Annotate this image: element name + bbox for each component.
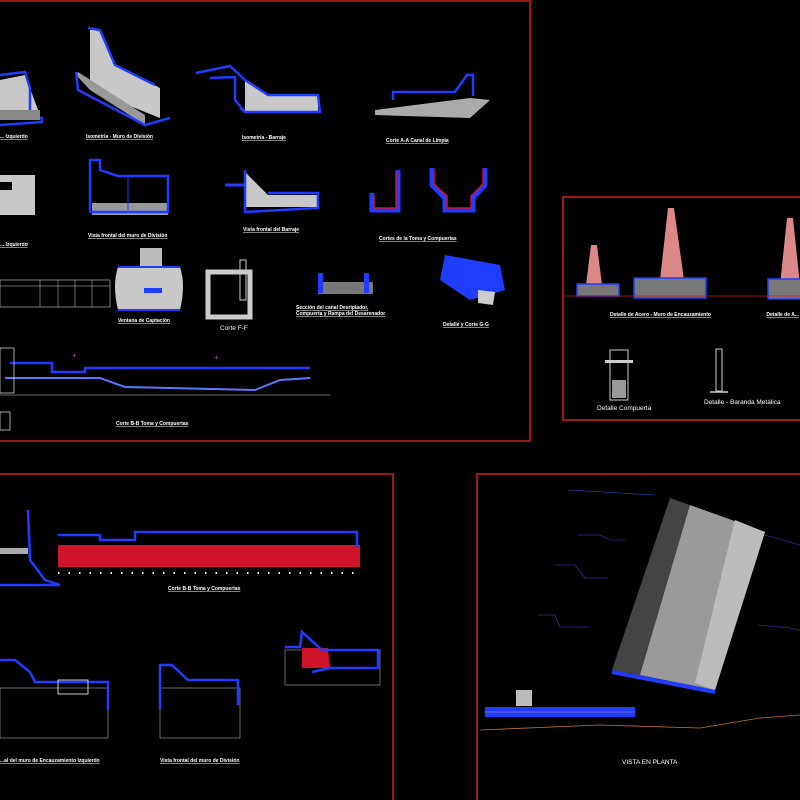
label-corte-bb-top: Corte B-B Toma y Compuertas: [116, 421, 189, 427]
label-vista-encauzamiento: ...al del muro de Encauzamiento Izquierd…: [0, 758, 100, 764]
vista-frontal-division-bottom: [158, 663, 241, 739]
label-seccion-canal-2: Compuerta y Rampa del Desarenador: [296, 311, 385, 317]
isometria-barraje: [195, 64, 322, 114]
vista-frontal-izquierdo: [0, 175, 35, 215]
ventana-captacion: [115, 248, 183, 311]
label-vista-planta: VISTA EN PLANTA: [622, 759, 678, 766]
label-cortes-toma: Cortes de la Toma y Compuertas: [379, 236, 457, 242]
label-isometria-barraje: Isometría - Barraje: [242, 135, 286, 141]
label-ventana-captacion: Ventana de Captación: [118, 318, 170, 324]
label-isometria-muro-division: Isometría - Muro de División: [86, 134, 153, 140]
detalle-compuerta: [605, 349, 633, 401]
detalle-baranda: [710, 348, 728, 393]
svg-text:+: +: [72, 351, 77, 360]
label-detalle-acero: Detalle de Acero - Muro de Encauzamiento: [610, 312, 711, 318]
isometria-muro-izquierdo: [0, 70, 44, 127]
label-detalle-gg: Detalle y Corte G-G: [443, 322, 489, 328]
svg-text:+: +: [214, 353, 219, 362]
label-vista-izq: ... Izquierdo: [0, 242, 28, 248]
detalle-acero-muros: [564, 208, 800, 300]
vista-frontal-barraje: [225, 170, 320, 214]
label-corte-bb-bottom: Corte B-B Toma y Compuertas: [168, 586, 241, 592]
seccion-canal-desripiador: [318, 273, 373, 294]
label-vista-frontal-barraje: Vista frontal del Barraje: [243, 227, 299, 233]
frame-top-right: [562, 196, 800, 421]
label-detalle-acero-2: Detalle de A...: [766, 312, 799, 318]
cuadro-tabla: [0, 279, 111, 308]
cortes-toma-compuertas: [369, 168, 488, 213]
vista-frontal-encauzamiento: [0, 658, 110, 739]
corte-bb-toma-compuertas: [0, 509, 360, 587]
label-seccion-canal: Sección del canal Desripiador,: [296, 305, 369, 311]
detalle-corte-gg: [440, 255, 505, 305]
isometria-muro-division: [74, 26, 171, 127]
label-vista-frontal-division: Vista frontal del muro de División: [88, 233, 167, 239]
corte-aa-canal-limpia: [375, 73, 490, 118]
vista-frontal-division: [88, 158, 170, 215]
corte-bb-perfil: + +: [0, 347, 330, 431]
corte-ff: [205, 259, 253, 320]
frame-top-left: [0, 0, 531, 442]
label-vista-division: Vista frontal del muro de División: [160, 758, 239, 764]
corte-detalle-grilla: [284, 629, 381, 686]
label-detalle-baranda: Detalle - Baranda Metálica: [704, 399, 781, 406]
frame-bottom-right: [476, 473, 800, 800]
vista-en-planta-dibujo: [479, 489, 800, 731]
label-corte-ff: Corte F-F: [220, 325, 248, 332]
label-corte-aa: Corte A-A Canal de Limpia: [386, 138, 449, 144]
label-detalle-compuerta: Detalle Compuerta: [597, 405, 652, 412]
frame-bottom-left: [0, 473, 394, 800]
label-isometria-muro-izq: ... Izquierdo: [0, 134, 28, 140]
